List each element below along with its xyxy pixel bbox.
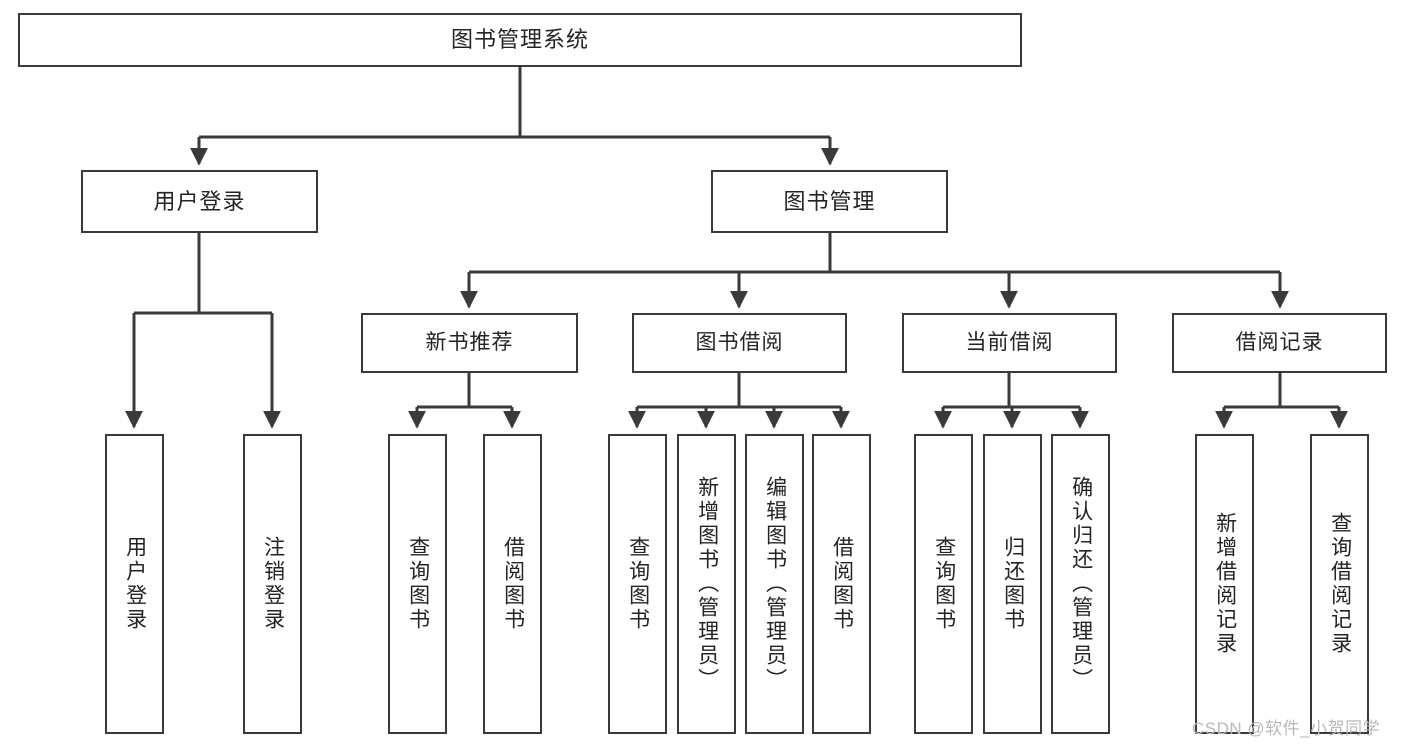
node-label: 当前借阅 [965, 330, 1054, 354]
leaf-current-query-book[interactable]: 查询图书 [914, 434, 973, 734]
node-label: 新增图书（管理员） [695, 476, 719, 692]
node-root-book-management-system[interactable]: 图书管理系统 [18, 13, 1022, 67]
node-new-book-recommend[interactable]: 新书推荐 [361, 313, 578, 373]
node-label: 查询图书 [626, 536, 650, 632]
leaf-current-return-book[interactable]: 归还图书 [983, 434, 1042, 734]
node-label: 新增借阅记录 [1213, 512, 1237, 656]
node-book-borrow[interactable]: 图书借阅 [632, 313, 847, 373]
leaf-current-confirm-return-admin[interactable]: 确认归还（管理员） [1051, 434, 1110, 734]
node-label: 图书管理 [783, 188, 876, 214]
leaf-borrow-query-book[interactable]: 查询图书 [608, 434, 667, 734]
node-label: 图书借阅 [695, 330, 784, 354]
watermark: CSDN @软件_小贺同学 [1192, 719, 1381, 738]
leaf-record-query-borrow-record[interactable]: 查询借阅记录 [1310, 434, 1369, 734]
leaf-record-add-borrow-record[interactable]: 新增借阅记录 [1195, 434, 1254, 734]
leaf-user-login[interactable]: 用户登录 [105, 434, 164, 734]
node-label: 归还图书 [1001, 536, 1025, 632]
node-label: 用户登录 [123, 536, 147, 632]
node-book-management[interactable]: 图书管理 [711, 170, 948, 233]
node-borrow-record[interactable]: 借阅记录 [1172, 313, 1387, 373]
node-user-login[interactable]: 用户登录 [81, 170, 318, 233]
node-label: 查询借阅记录 [1328, 512, 1352, 656]
node-label: 借阅记录 [1235, 330, 1324, 354]
node-label: 确认归还（管理员） [1069, 476, 1093, 692]
node-label: 新书推荐 [425, 330, 514, 354]
leaf-borrow-edit-book-admin[interactable]: 编辑图书（管理员） [745, 434, 804, 734]
node-label: 用户登录 [153, 188, 246, 214]
node-label: 借阅图书 [830, 536, 854, 632]
node-label: 借阅图书 [501, 536, 525, 632]
leaf-borrow-borrow-book[interactable]: 借阅图书 [812, 434, 871, 734]
leaf-borrow-add-book-admin[interactable]: 新增图书（管理员） [677, 434, 736, 734]
node-label: 注销登录 [261, 536, 285, 632]
node-label: 编辑图书（管理员） [763, 476, 787, 692]
node-label: 图书管理系统 [450, 27, 589, 53]
leaf-recommend-borrow-book[interactable]: 借阅图书 [483, 434, 542, 734]
node-current-borrow[interactable]: 当前借阅 [902, 313, 1117, 373]
node-label: 查询图书 [932, 536, 956, 632]
leaf-logout-login[interactable]: 注销登录 [243, 434, 302, 734]
leaf-recommend-query-book[interactable]: 查询图书 [388, 434, 447, 734]
node-label: 查询图书 [406, 536, 430, 632]
